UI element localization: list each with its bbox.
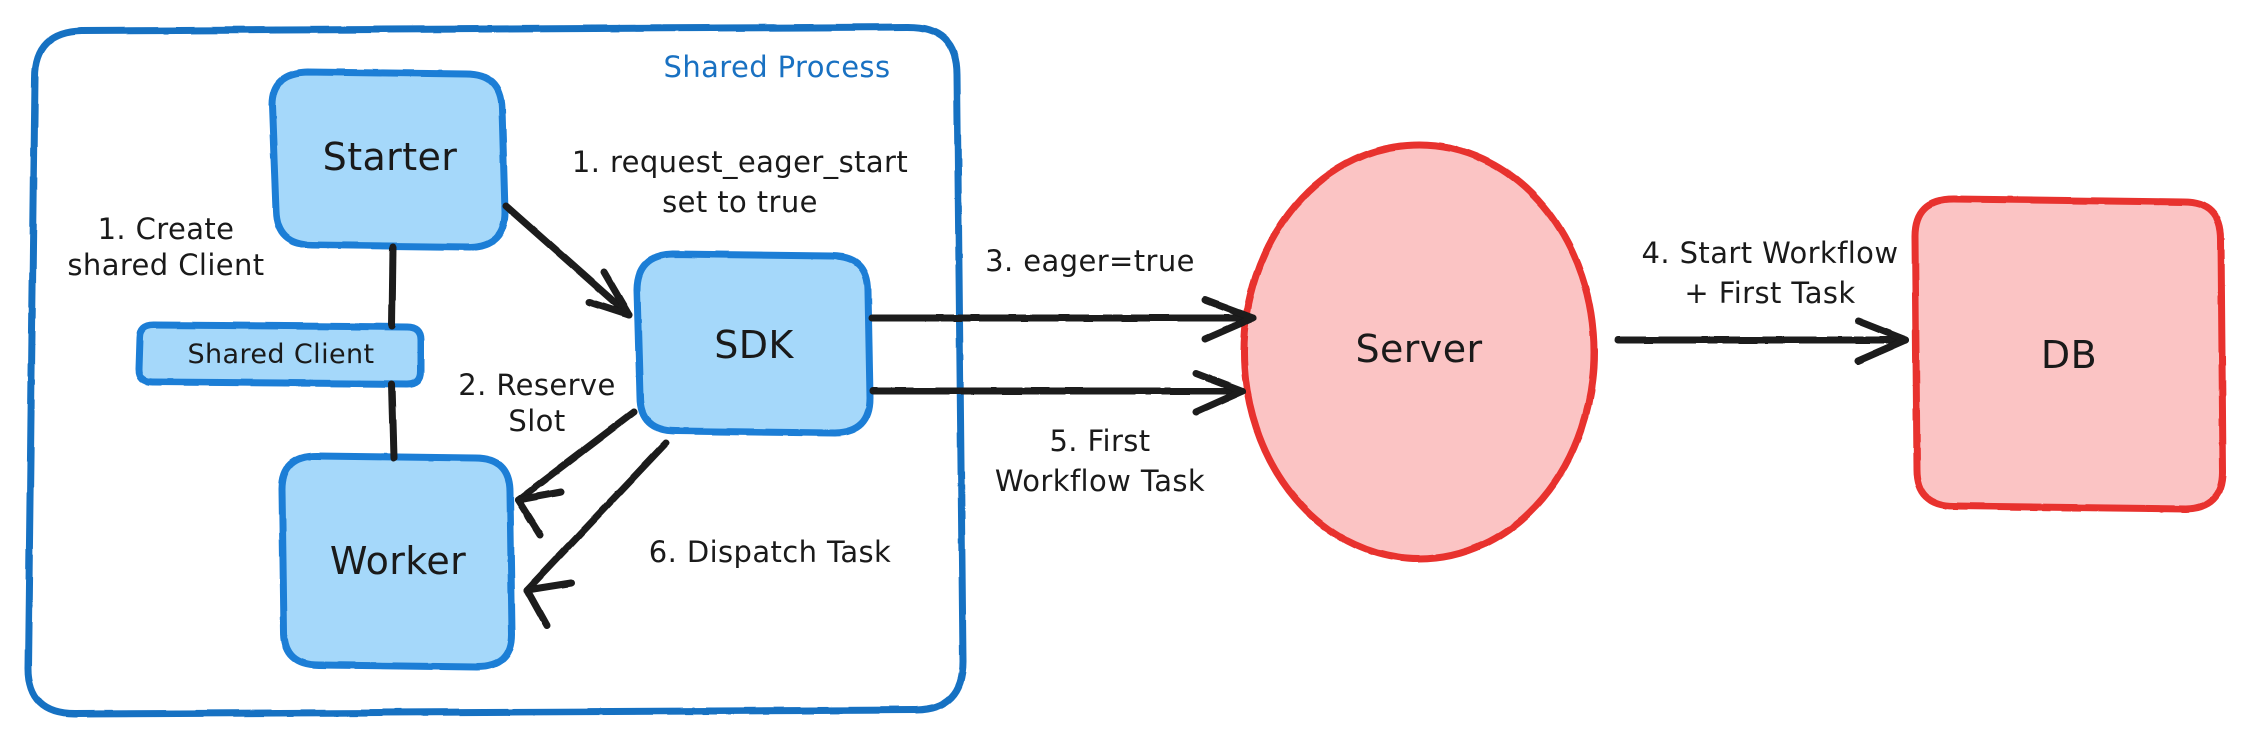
- node-sdk-shape[interactable]: [633, 250, 874, 437]
- edge-label-reserve-slot-line2: Slot: [508, 404, 566, 438]
- edge-label-first-workflow-task-line1: 5. First: [1049, 424, 1151, 458]
- edge-sdk-server-eager-arrowhead: [1201, 296, 1257, 343]
- node-server-shape[interactable]: [1240, 141, 1598, 563]
- node-starter-shape[interactable]: [268, 68, 509, 251]
- node-db-shape[interactable]: [1911, 195, 2227, 513]
- node-label-shared-client: Shared Client: [187, 339, 375, 370]
- node-label-sdk: SDK: [714, 323, 794, 367]
- node-worker-shape[interactable]: [278, 452, 516, 671]
- node-label-starter: Starter: [322, 135, 458, 179]
- edge-server-db-arrowhead: [1854, 317, 1910, 365]
- node-label-db: DB: [2040, 333, 2098, 377]
- node-shared-client-shape[interactable]: [135, 321, 425, 388]
- edge-label-first-workflow-task-line2: Workflow Task: [994, 464, 1206, 498]
- edge-label-request-eager-start-line2: set to true: [662, 185, 818, 219]
- edge-sdk-worker-dispatch-arrowhead: [523, 579, 575, 630]
- edge-sdk-worker-dispatch: [523, 439, 670, 594]
- edge-label-create-shared-client-line2: shared Client: [67, 248, 265, 282]
- edge-label-eager-true: 3. eager=true: [985, 244, 1195, 278]
- node-label-worker: Worker: [329, 539, 467, 583]
- edge-shared-client-worker: [388, 380, 398, 462]
- node-label-server: Server: [1355, 327, 1483, 371]
- edge-starter-sdk: [502, 202, 633, 319]
- edge-label-request-eager-start-line1: 1. request_eager_start: [571, 145, 909, 179]
- edge-label-reserve-slot-line1: 2. Reserve: [458, 368, 616, 402]
- edge-label-create-shared-client-line1: 1. Create: [97, 212, 235, 246]
- shared-process-container: [24, 23, 967, 718]
- group-label-shared-process: Shared Process: [663, 50, 891, 84]
- edge-starter-shared-client: [388, 243, 397, 330]
- edge-sdk-worker-reserve-arrowhead: [514, 488, 565, 539]
- edge-label-start-workflow-line1: 4. Start Workflow: [1641, 236, 1899, 270]
- edge-label-start-workflow-line2: + First Task: [1684, 276, 1856, 310]
- edge-starter-sdk-arrowhead: [585, 268, 633, 319]
- edge-label-dispatch-task: 6. Dispatch Task: [648, 535, 892, 569]
- edge-sdk-worker-reserve: [514, 408, 638, 504]
- edge-server-sdk-firsttask-arrowhead: [1192, 369, 1247, 416]
